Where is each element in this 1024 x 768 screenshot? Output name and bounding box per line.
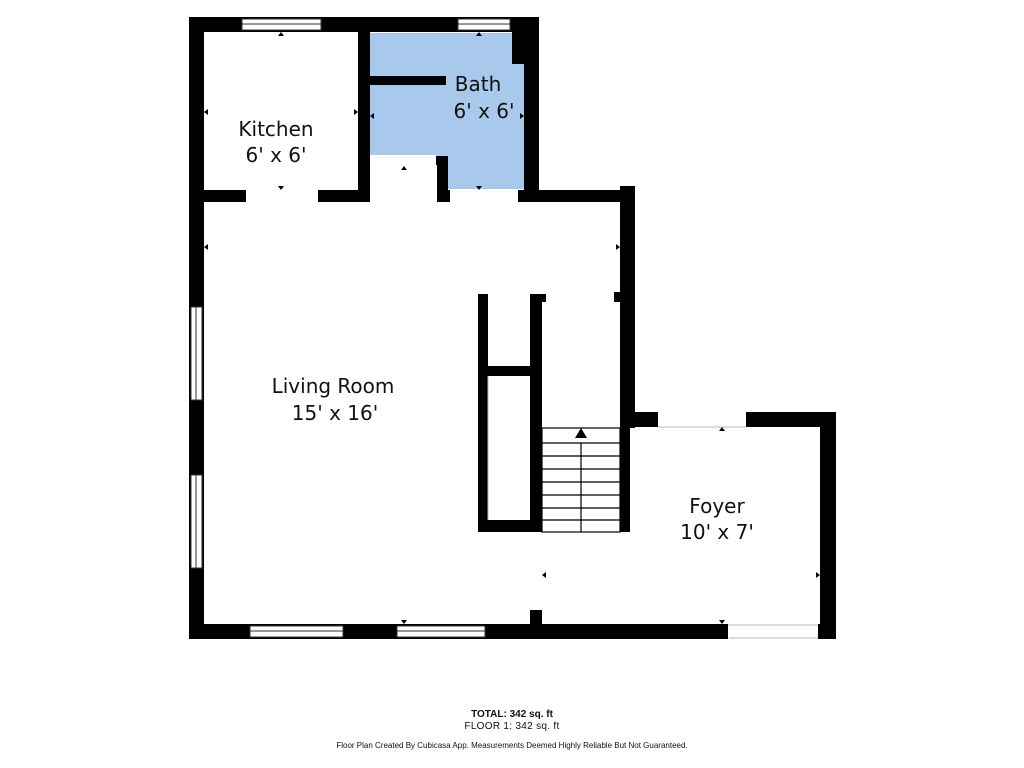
- door-hall-top: [370, 155, 436, 166]
- wall-bath-right: [524, 17, 539, 202]
- wall-closet-mid: [478, 366, 534, 376]
- wall-bottom: [189, 624, 836, 639]
- dimension-markers: [204, 32, 820, 624]
- wall-foyer-right: [820, 412, 836, 639]
- wall-foyer-top-right: [746, 412, 836, 427]
- wall-living-right: [620, 186, 635, 428]
- door-living-foyer: [529, 532, 543, 610]
- kitchen-dims: 6' x 6': [246, 143, 307, 167]
- door-kitchen-bottom: [246, 189, 318, 203]
- living-room-dims: 15' x 16': [292, 401, 378, 425]
- wall-bath-corner: [512, 32, 526, 64]
- door-foyer-bottom: [728, 622, 818, 640]
- door-bath-bottom: [450, 189, 518, 203]
- credit-note: Floor Plan Created By Cubicasa App. Meas…: [336, 741, 688, 750]
- window-mullions: [195, 23, 510, 632]
- total-area: TOTAL: 342 sq. ft: [471, 709, 553, 720]
- door-gaps: [246, 155, 818, 640]
- wall-stair-right: [530, 294, 542, 532]
- wall-stair-bottom: [478, 520, 534, 532]
- wall-kitchen-bath: [358, 32, 370, 202]
- stairs-up-arrow-icon: [575, 428, 587, 438]
- stairs: [541, 427, 621, 533]
- bath-name: Bath: [455, 72, 502, 96]
- bath-dims: 6' x 6': [454, 99, 515, 123]
- foyer-dims: 10' x 7': [680, 520, 754, 544]
- wall-stair-left: [478, 294, 488, 532]
- wall-hall-right: [437, 156, 448, 202]
- door-edges: [487, 376, 818, 639]
- wall-stair-right-post: [532, 294, 546, 302]
- bath-floor-fill: [370, 33, 524, 189]
- door-foyer-top: [658, 410, 746, 428]
- wall-stair-right-lower: [530, 610, 542, 639]
- wall-foyer-top-left: [620, 412, 658, 427]
- kitchen-name: Kitchen: [238, 117, 313, 141]
- wall-bath-inner: [370, 76, 446, 85]
- foyer-name: Foyer: [689, 494, 745, 518]
- floor-area: FLOOR 1: 342 sq. ft: [464, 721, 560, 732]
- wall-living-right-notch: [614, 292, 621, 302]
- wall-stair-foyer: [620, 425, 630, 532]
- living-room-name: Living Room: [272, 374, 395, 398]
